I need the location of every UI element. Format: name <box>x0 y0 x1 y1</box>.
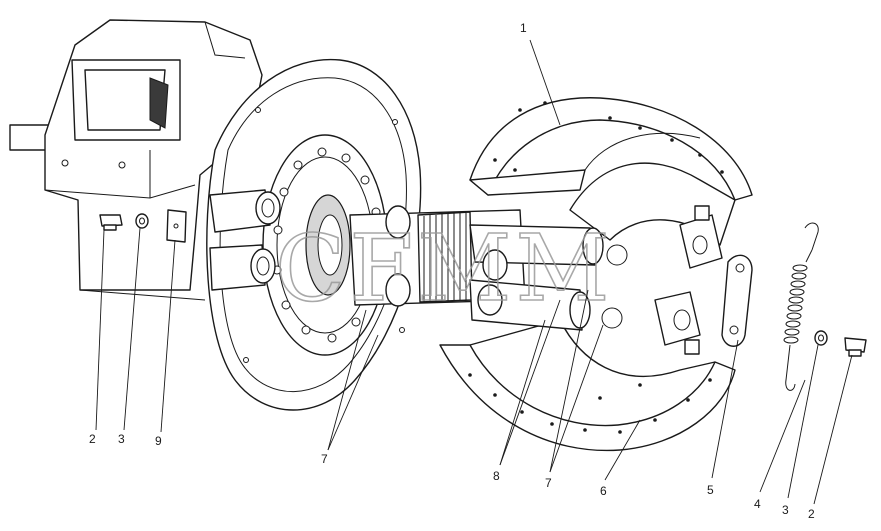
brake-shoe-lower <box>439 291 736 452</box>
link-plate <box>721 254 753 347</box>
callout-7-right: 7 <box>545 476 552 490</box>
return-spring <box>783 222 819 391</box>
anchor-pins <box>209 189 281 291</box>
brake-shoe-upper <box>469 97 753 269</box>
callout-3-right: 3 <box>782 503 789 517</box>
washer-right <box>814 330 828 346</box>
callout-9: 9 <box>155 434 162 448</box>
callout-labels: 1 2 3 9 7 8 7 6 5 4 3 2 <box>89 21 815 521</box>
lining-rivets-upper <box>493 101 724 207</box>
watermark: CFMM <box>275 215 614 322</box>
callout-2-left: 2 <box>89 432 96 446</box>
callout-3-left: 3 <box>118 432 125 446</box>
plate-9 <box>166 209 187 243</box>
callout-1: 1 <box>520 21 527 35</box>
bolt-left <box>99 214 123 231</box>
callout-6: 6 <box>600 484 607 498</box>
callout-4: 4 <box>754 497 761 511</box>
washer-left <box>135 213 149 229</box>
callout-2-right: 2 <box>808 507 815 521</box>
axle-housing <box>9 19 263 301</box>
callout-8: 8 <box>493 469 500 483</box>
leader-lines <box>95 39 853 505</box>
bolt-right <box>844 337 867 357</box>
callout-7-left: 7 <box>321 452 328 466</box>
lining-rivets-lower <box>468 373 712 434</box>
callout-5: 5 <box>707 483 714 497</box>
